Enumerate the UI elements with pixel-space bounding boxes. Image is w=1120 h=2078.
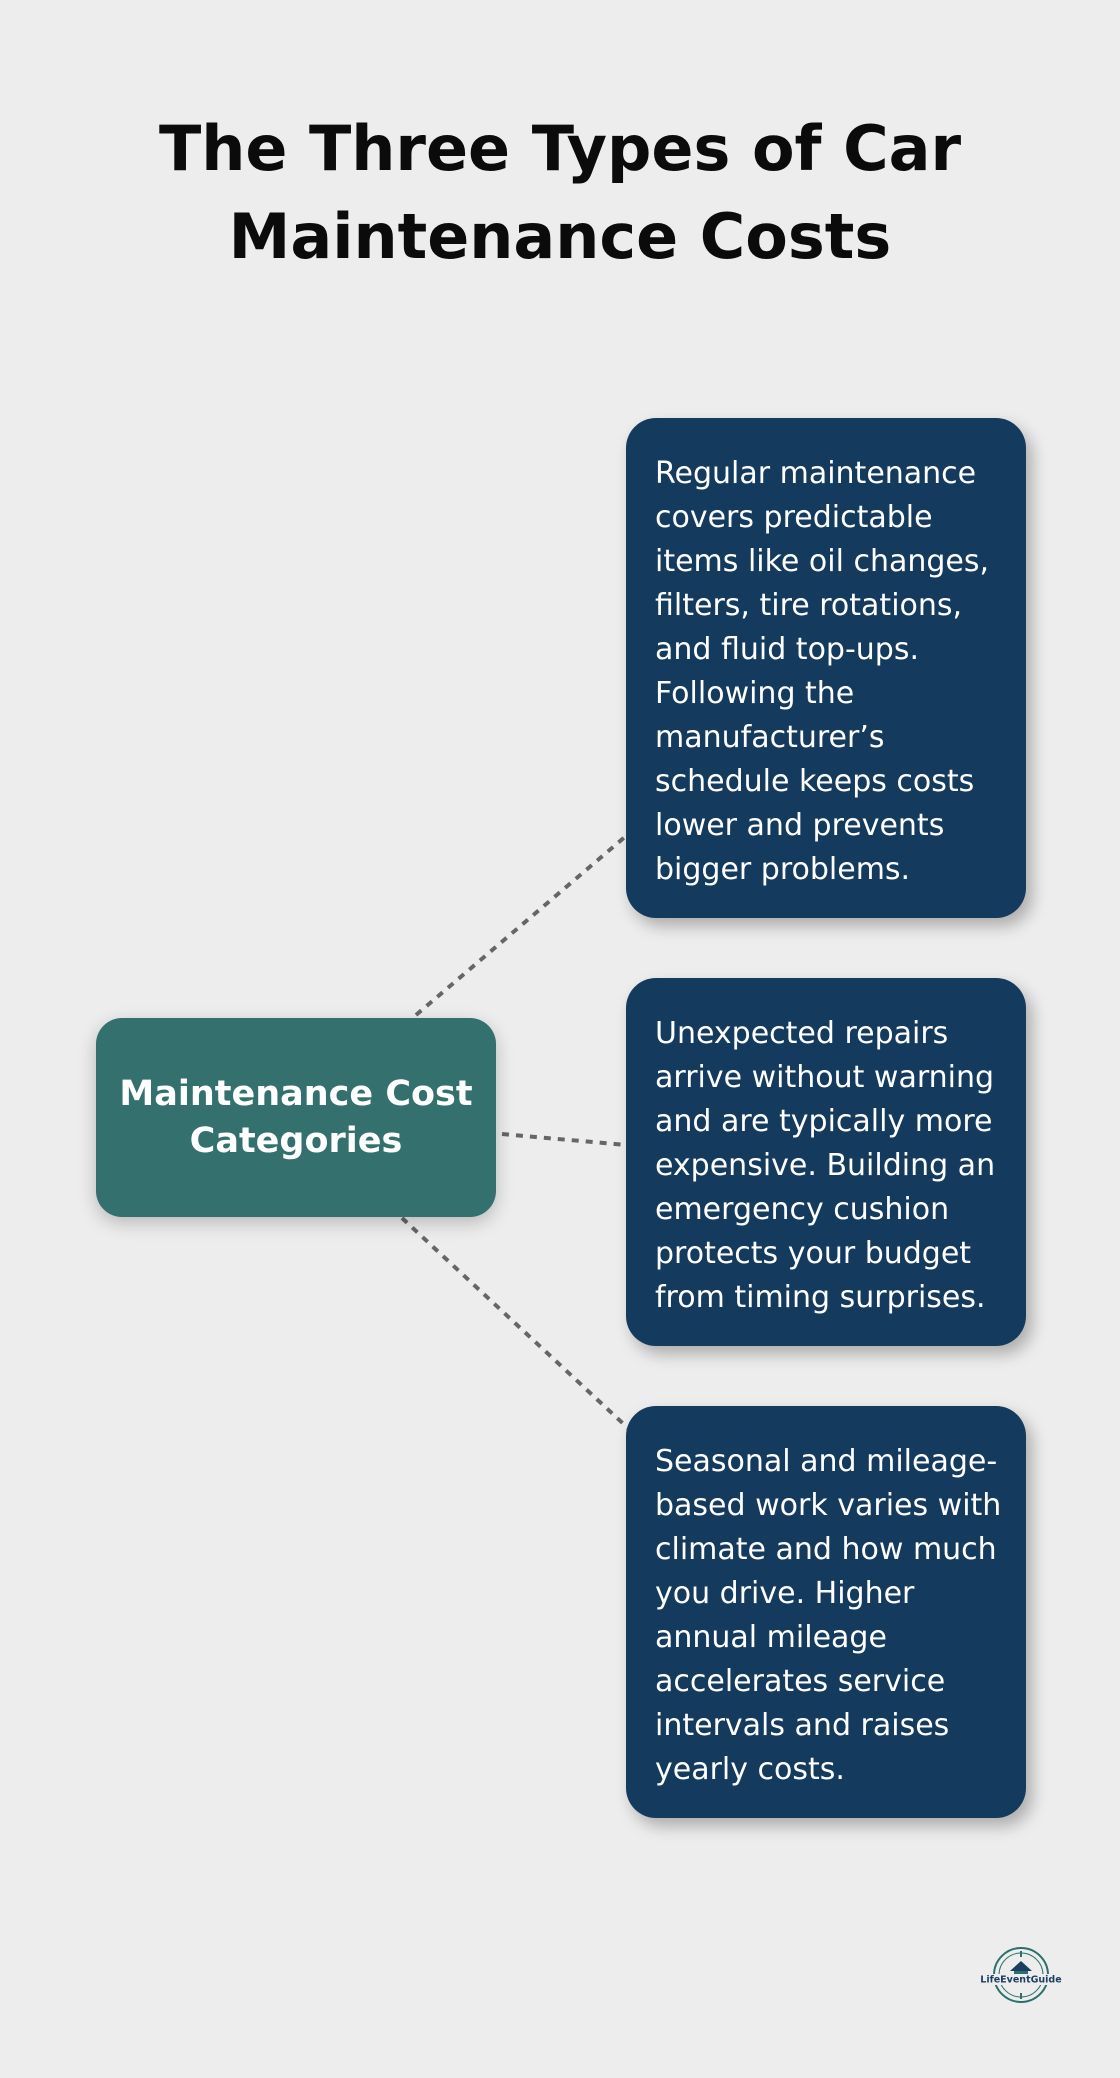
card-text: Unexpected repairs arrive without warnin… [655,1016,996,1315]
category-card-regular: Regular maintenance covers predictable i… [626,418,1026,918]
connector-line-1 [414,834,628,1017]
connector-line-3 [400,1216,632,1432]
center-category-box: Maintenance Cost Categories [96,1018,496,1217]
page-title: The Three Types of Car Maintenance Costs [158,112,962,273]
category-card-seasonal: Seasonal and mileage-based work varies w… [626,1406,1026,1818]
card-text: Regular maintenance covers predictable i… [655,456,990,887]
category-card-unexpected: Unexpected repairs arrive without warnin… [626,978,1026,1346]
svg-text:LifeEventGuide: LifeEventGuide [980,1975,1061,1986]
connector-line-2 [501,1132,627,1147]
brand-logo: LifeEventGuide [980,1947,1062,2003]
card-text: Seasonal and mileage-based work varies w… [655,1444,1002,1787]
center-category-label: Maintenance Cost Categories [119,1073,473,1161]
